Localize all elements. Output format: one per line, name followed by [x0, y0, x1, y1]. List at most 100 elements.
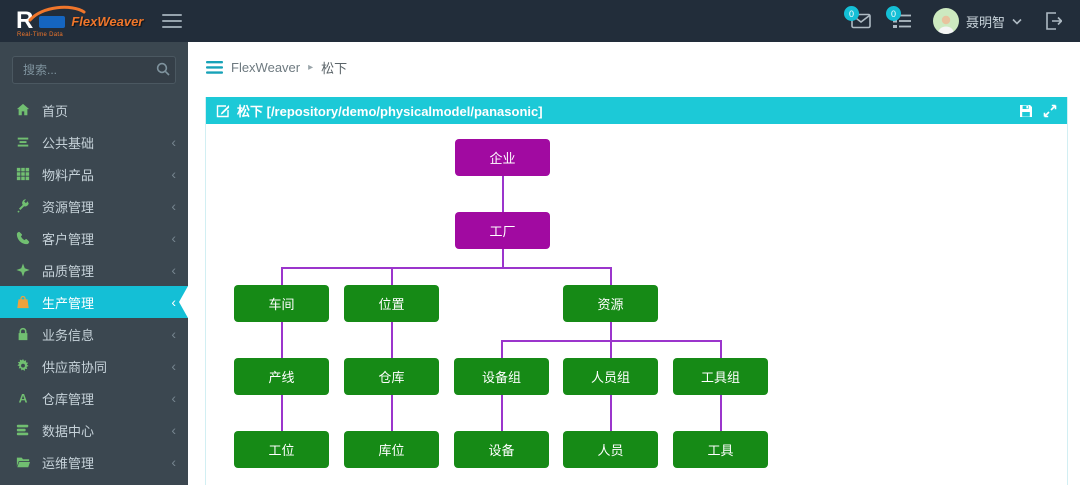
connector-line: [501, 194, 504, 212]
diamond-star-icon: [16, 263, 32, 277]
tree-node-storage-bin[interactable]: 库位: [344, 431, 439, 468]
messages-button[interactable]: 0: [843, 6, 871, 29]
sidebar-item-production[interactable]: 生产管理‹: [0, 286, 188, 318]
connector-line: [390, 395, 393, 413]
search-input[interactable]: [12, 56, 176, 84]
sidebar-item-resource-mgmt[interactable]: 资源管理‹: [0, 190, 188, 222]
connector-line: [390, 267, 393, 285]
sidebar-item-supplier[interactable]: 供应商协同‹: [0, 350, 188, 382]
connector-line: [501, 249, 504, 267]
gear-icon: [16, 359, 32, 373]
sidebar-item-label: 首页: [42, 103, 69, 119]
sidebar-item-label: 公共基础: [42, 135, 95, 151]
sidebar: 首页公共基础‹物料产品‹资源管理‹客户管理‹品质管理‹生产管理‹业务信息‹供应商…: [0, 42, 188, 485]
app-logo[interactable]: R Real-Time Data FlexWeaver: [0, 0, 148, 42]
expand-icon: [1043, 104, 1057, 117]
user-menu[interactable]: 聂明智: [932, 8, 1022, 34]
logo-brand-name: FlexWeaver: [71, 13, 144, 29]
svg-text:A: A: [19, 391, 28, 405]
tree-node-tool-group[interactable]: 工具组: [673, 358, 768, 395]
active-item-arrow: [179, 286, 188, 318]
connector-line: [280, 267, 612, 269]
logout-button[interactable]: [1044, 12, 1062, 30]
chevron-left-icon: ‹: [171, 422, 176, 438]
main-content: FlexWeaver ▸ 松下 松下 [/repository/demo/phy…: [188, 42, 1080, 485]
tree-node-factory[interactable]: 工厂: [455, 212, 550, 249]
tree-node-location[interactable]: 位置: [344, 285, 439, 322]
letter-a-icon: A: [16, 391, 32, 405]
tree-node-line[interactable]: 产线: [234, 358, 329, 395]
connector-line: [500, 340, 503, 358]
logo-subtitle: Real-Time Data: [17, 32, 63, 38]
breadcrumb: FlexWeaver ▸ 松下: [188, 42, 1080, 76]
tasks-badge: 0: [885, 6, 901, 21]
save-icon: [1020, 104, 1032, 117]
chevron-left-icon: ‹: [171, 326, 176, 342]
header-right: 0 0 聂明智: [843, 6, 1080, 34]
logo-r-letter: R: [16, 7, 34, 34]
tree-node-personnel[interactable]: 人员: [563, 431, 658, 468]
sidebar-item-label: 运维管理: [42, 455, 95, 471]
connector-line: [280, 413, 283, 431]
sidebar-item-label: 业务信息: [42, 327, 95, 343]
sidebar-item-data-center[interactable]: 数据中心 ‹: [0, 414, 188, 446]
connector-line: [390, 340, 393, 358]
tree-node-personnel-group[interactable]: 人员组: [563, 358, 658, 395]
connector-line: [609, 322, 612, 340]
connector-line: [280, 322, 283, 340]
sidebar-toggle-button[interactable]: [156, 4, 188, 38]
sidebar-item-public-base[interactable]: 公共基础 ‹: [0, 126, 188, 158]
tree-node-warehouse[interactable]: 仓库: [344, 358, 439, 395]
wrench-icon: [16, 199, 32, 213]
user-name: 聂明智: [965, 14, 1005, 30]
sidebar-menu: 首页公共基础‹物料产品‹资源管理‹客户管理‹品质管理‹生产管理‹业务信息‹供应商…: [0, 94, 188, 478]
connector-line: [501, 176, 504, 194]
panel-title: 松下 [/repository/demo/physicalmodel/panas…: [237, 104, 543, 119]
tree-node-workshop[interactable]: 车间: [234, 285, 329, 322]
logo-blue-box: [39, 16, 66, 28]
tree-node-equipment[interactable]: 设备: [454, 431, 549, 468]
breadcrumb-menu-icon[interactable]: [206, 60, 223, 74]
chevron-left-icon: ‹: [171, 166, 176, 182]
sidebar-item-quality[interactable]: 品质管理 ‹: [0, 254, 188, 286]
tree-node-resource[interactable]: 资源: [563, 285, 658, 322]
search-icon[interactable]: [156, 62, 170, 81]
sidebar-item-ops[interactable]: 运维管理‹: [0, 446, 188, 478]
connector-line: [280, 395, 283, 413]
connector-line: [280, 340, 283, 358]
lock-icon: [16, 327, 32, 341]
grid-icon: [16, 167, 32, 181]
tasks-button[interactable]: 0: [885, 6, 911, 29]
sidebar-item-home[interactable]: 首页: [0, 94, 188, 126]
connector-line: [390, 322, 393, 340]
avatar: [932, 8, 959, 34]
sidebar-item-customer[interactable]: 客户管理‹: [0, 222, 188, 254]
production-bag-icon: [16, 295, 32, 309]
messages-badge: 0: [843, 6, 859, 21]
breadcrumb-separator-icon: ▸: [308, 61, 314, 73]
tree-node-station[interactable]: 工位: [234, 431, 329, 468]
breadcrumb-root[interactable]: FlexWeaver: [231, 59, 301, 75]
tree-node-equipment-group[interactable]: 设备组: [454, 358, 549, 395]
save-button[interactable]: [1019, 104, 1033, 118]
sidebar-item-label: 供应商协同: [42, 359, 108, 375]
connector-line: [390, 413, 393, 431]
expand-button[interactable]: [1043, 104, 1057, 118]
tree-node-tool[interactable]: 工具: [673, 431, 768, 468]
connector-line: [500, 395, 503, 413]
chevron-left-icon: ‹: [171, 134, 176, 150]
folder-icon: [16, 455, 32, 469]
connector-line: [719, 395, 722, 413]
logout-icon: [1046, 12, 1062, 30]
sidebar-item-label: 客户管理: [42, 231, 95, 247]
chevron-left-icon: ‹: [171, 198, 176, 214]
sidebar-item-material[interactable]: 物料产品‹: [0, 158, 188, 190]
sidebar-item-label: 数据中心: [42, 423, 95, 439]
sidebar-item-label: 仓库管理: [42, 391, 95, 407]
home-icon: [16, 103, 32, 117]
sidebar-item-label: 品质管理: [42, 263, 95, 279]
sidebar-item-business[interactable]: 业务信息 ‹: [0, 318, 188, 350]
chevron-left-icon: ‹: [171, 262, 176, 278]
tree-node-enterprise[interactable]: 企业: [455, 139, 550, 176]
